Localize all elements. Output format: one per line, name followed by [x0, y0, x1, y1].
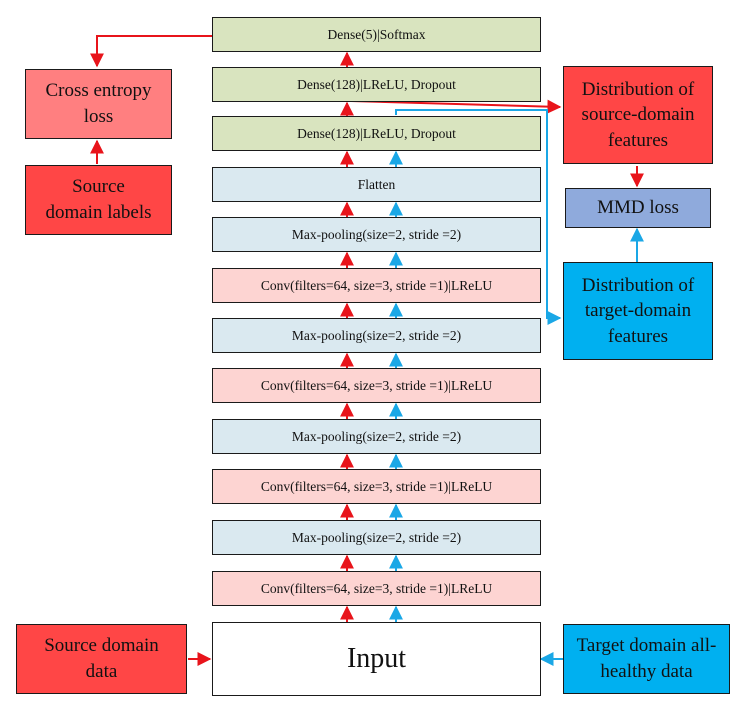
- input-layer: Input: [212, 622, 541, 696]
- maxpool-layer-1: Max-pooling(size=2, stride =2): [212, 520, 541, 555]
- source-domain-data-box: Source domain data: [16, 624, 187, 694]
- maxpool-layer-2: Max-pooling(size=2, stride =2): [212, 419, 541, 454]
- source-domain-labels-box: Source domain labels: [25, 165, 172, 235]
- softmax-to-crossentropy-arrow: [90, 35, 212, 68]
- conv-layer-4: Conv(filters=64, size=3, stride =1)|LReL…: [212, 268, 541, 303]
- maxpool-layer-3: Max-pooling(size=2, stride =2): [212, 318, 541, 353]
- flatten-layer: Flatten: [212, 167, 541, 202]
- source-domain-feature-distribution-box: Distribution of source-domain features: [563, 66, 713, 164]
- target-domain-data-box: Target domain all-healthy data: [563, 624, 730, 694]
- dense-128-layer-1: Dense(128)|LReLU, Dropout: [212, 116, 541, 151]
- mmd-loss-box: MMD loss: [565, 188, 711, 228]
- dense-128-layer-2: Dense(128)|LReLU, Dropout: [212, 67, 541, 102]
- target-features-arrow: [395, 109, 562, 325]
- target-domain-feature-distribution-box: Distribution of target-domain features: [563, 262, 713, 360]
- conv-layer-2: Conv(filters=64, size=3, stride =1)|LReL…: [212, 469, 541, 504]
- conv-layer-3: Conv(filters=64, size=3, stride =1)|LReL…: [212, 368, 541, 403]
- conv-layer-1: Conv(filters=64, size=3, stride =1)|LReL…: [212, 571, 541, 606]
- cross-entropy-loss-box: Cross entropy loss: [25, 69, 172, 139]
- maxpool-layer-4: Max-pooling(size=2, stride =2): [212, 217, 541, 252]
- dense-softmax-layer: Dense(5)|Softmax: [212, 17, 541, 52]
